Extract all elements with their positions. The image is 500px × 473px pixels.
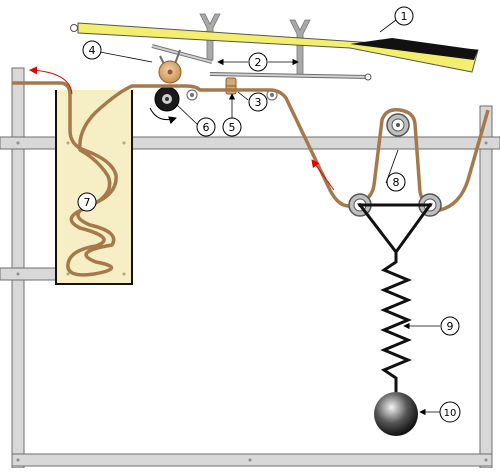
thread-feed-arrow	[311, 159, 335, 191]
svg-text:8: 8	[393, 176, 400, 189]
callout-2: 2	[248, 52, 268, 72]
svg-text:7: 7	[84, 196, 91, 209]
tension-pulley-assembly	[348, 113, 442, 255]
frame-right-post	[479, 105, 493, 469]
thread-tank-walls	[55, 90, 133, 285]
svg-text:6: 6	[203, 121, 210, 134]
thread-exit-arrow	[29, 66, 73, 95]
svg-text:1: 1	[401, 10, 408, 23]
svg-text:3: 3	[255, 96, 262, 109]
svg-text:5: 5	[229, 121, 236, 134]
spring	[380, 252, 412, 392]
lever-black-pad	[350, 38, 478, 60]
callout-8: 8	[386, 172, 406, 192]
callout-5: 5	[222, 117, 242, 137]
yellow-lever	[70, 22, 479, 73]
callout-9: 9	[440, 316, 460, 336]
tank-rivets	[66, 141, 126, 276]
guide-pulleys	[186, 89, 278, 101]
support-frame	[0, 67, 500, 469]
thread-tank	[56, 90, 132, 284]
frame-bottom-beam	[11, 453, 493, 467]
svg-text:9: 9	[447, 320, 454, 333]
svg-text:2: 2	[255, 56, 262, 69]
rotation-arrow	[149, 107, 177, 125]
drive-roller	[154, 86, 180, 112]
frame-side-bar	[0, 267, 61, 281]
callout-10: 10	[439, 401, 461, 423]
callout-1: 1	[394, 6, 414, 26]
lever-bracket-2	[289, 19, 311, 75]
weight-ball	[374, 392, 418, 436]
callout-3: 3	[248, 92, 268, 112]
callout-7: 7	[77, 192, 97, 212]
callout-4: 4	[82, 40, 102, 60]
svg-text:4: 4	[89, 44, 96, 57]
guide-bar	[209, 72, 372, 81]
lever-pivot	[70, 24, 78, 32]
pulley-yoke	[356, 203, 433, 255]
svg-text:10: 10	[444, 408, 457, 419]
callout-6: 6	[196, 117, 216, 137]
